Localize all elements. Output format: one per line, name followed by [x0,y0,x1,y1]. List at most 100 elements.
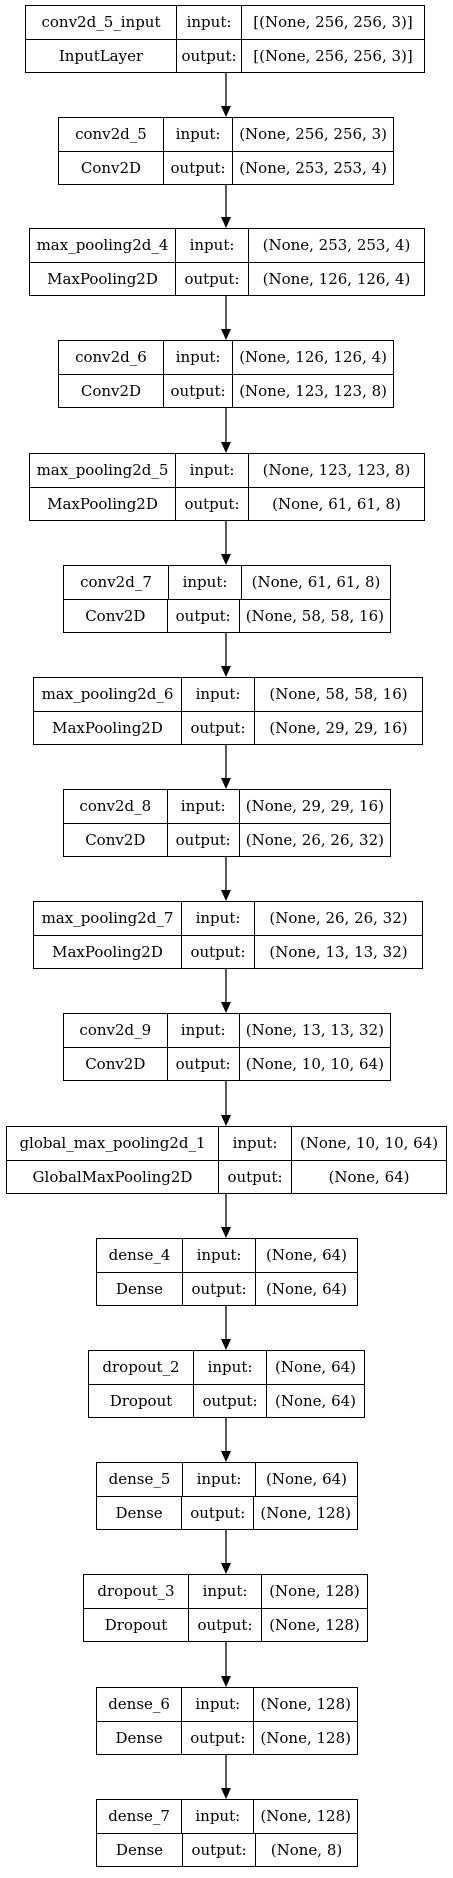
layer-type: Conv2D [80,381,142,400]
input-label: input: [175,229,248,262]
output-shape: (None, 64) [266,1384,364,1417]
layer-type: Conv2D [85,830,146,849]
output-shape: (None, 253, 253, 4) [232,151,393,184]
output-shape: (None, 64) [255,1272,357,1305]
input-shape: [(None, 256, 256, 3)] [241,6,424,39]
input-shape: (None, 58, 58, 16) [254,678,422,711]
input-label: input: [181,1688,253,1721]
edge-arrow [221,857,231,901]
input-shape: (None, 256, 256, 3) [232,118,393,151]
layer-name: max_pooling2d_6 [41,685,174,704]
input-shape: (None, 10, 10, 64) [291,1127,446,1160]
layer-type: MaxPooling2D [52,942,163,961]
input-shape: (None, 61, 61, 8) [241,566,390,599]
output-label: output: [175,487,248,520]
edge-arrow [221,296,231,340]
input-label: input: [162,341,232,374]
input-label: input: [175,454,248,487]
output-label: output: [181,1496,253,1529]
layer-type: MaxPooling2D [47,269,158,288]
input-label: input: [176,6,241,39]
layer-type: Dense [115,1503,163,1522]
input-shape: (None, 128) [253,1688,357,1721]
layer-type: GlobalMaxPooling2D [32,1167,193,1186]
output-label: output: [193,1384,266,1417]
input-label: input: [166,1014,239,1047]
layer-input-row: conv2d_8 input:(None, 29, 29, 16) [64,790,390,823]
input-shape: (None, 64) [266,1351,364,1384]
output-label: output: [175,262,248,295]
input-label: input: [181,1800,253,1833]
edge-arrow [221,633,231,677]
output-shape: (None, 64) [291,1160,446,1193]
layer-name: global_max_pooling2d_1 [19,1134,206,1153]
output-shape: (None, 123, 123, 8) [232,374,393,407]
layer-type: Dense [115,1840,164,1859]
input-shape: (None, 29, 29, 16) [238,790,390,823]
layer-name: max_pooling2d_5 [36,461,169,480]
output-shape: (None, 58, 58, 16) [238,599,390,632]
layer-name: max_pooling2d_4 [36,236,169,255]
input-shape: (None, 64) [255,1463,357,1496]
edge-arrow [221,1418,231,1462]
layer-name: conv2d_8 [79,797,152,816]
layer-name: conv2d_5 [75,125,147,144]
layer-name: conv2d_7 [80,573,152,592]
input-shape: (None, 13, 13, 32) [238,1014,390,1047]
layer-output-row: Dense output:(None, 128) [97,1495,357,1529]
layer-type: Conv2D [80,158,142,177]
output-label: output: [182,1833,255,1866]
output-label: output: [176,39,241,72]
layer-node-conv2d-5-input: conv2d_5_input input:[(None, 256, 256, 3)… [25,5,425,73]
edge-arrow [221,408,231,453]
input-label: input: [182,1239,255,1272]
input-label: input: [166,790,239,823]
edge-arrow [221,1642,231,1687]
edge-arrow [221,521,231,565]
layer-name: conv2d_5_input [41,13,161,32]
edge-arrow [221,1081,231,1126]
output-shape: (None, 126, 126, 4) [248,262,424,295]
input-label: input: [181,902,254,935]
output-shape: (None, 128) [253,1496,357,1529]
edge-arrow [221,1530,231,1574]
layer-name: dropout_3 [97,1582,175,1601]
input-shape: (None, 26, 26, 32) [254,902,422,935]
output-shape: (None, 26, 26, 32) [238,823,390,856]
output-label: output: [182,1272,255,1305]
layer-input-row: conv2d_5_input input:[(None, 256, 256, 3)… [26,6,424,39]
layer-type: Conv2D [85,606,146,625]
edge-arrow [221,185,231,228]
input-label: input: [181,678,254,711]
